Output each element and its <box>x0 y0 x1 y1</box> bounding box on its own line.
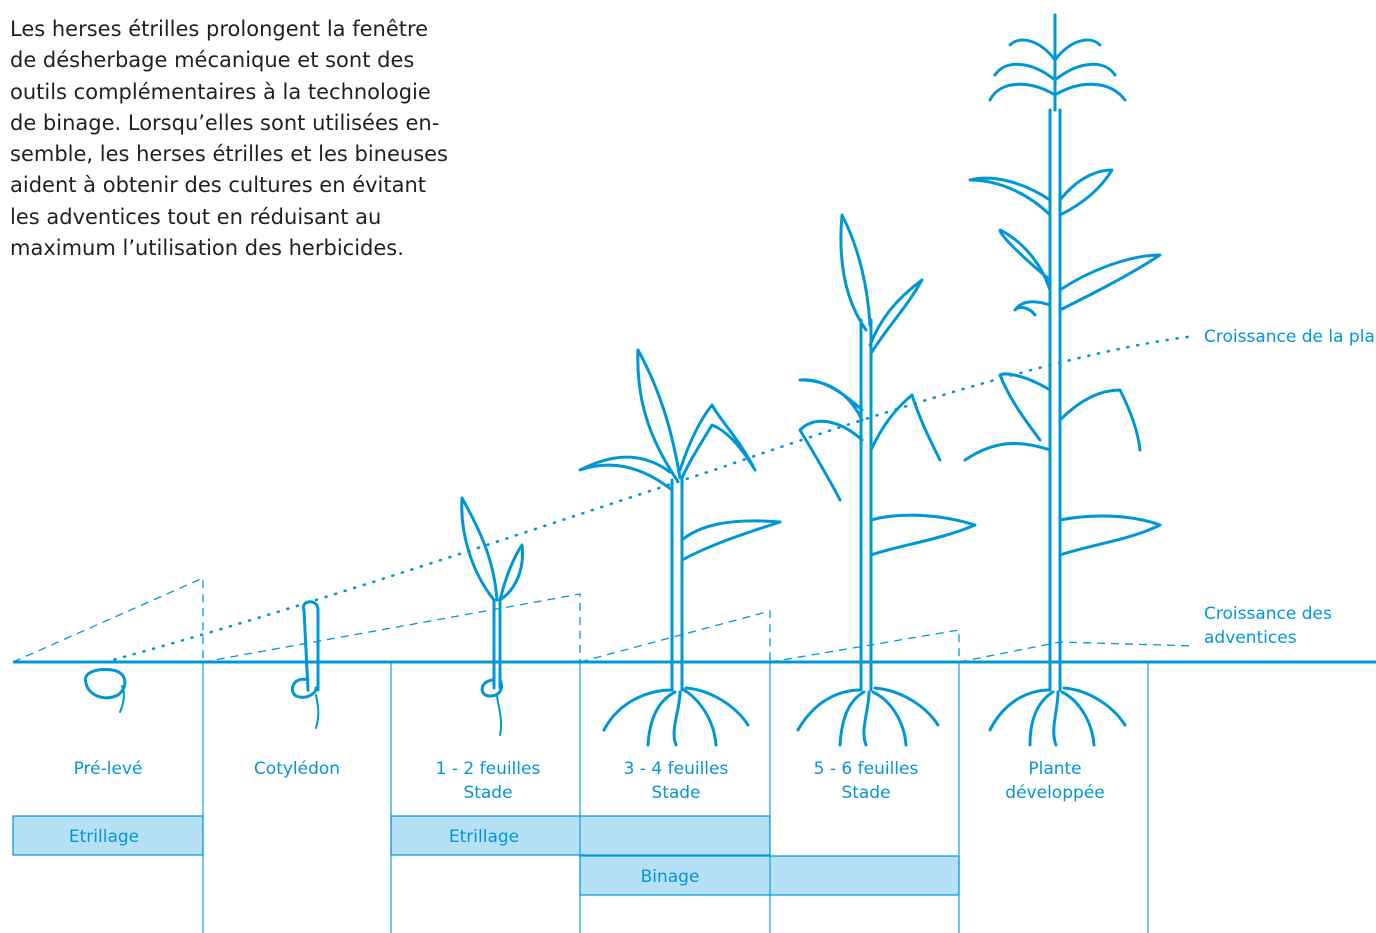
crop-growth-label: Croissance de la plante <box>1204 327 1376 347</box>
intro-line: de désherbage mécanique et sont des <box>10 48 415 73</box>
etrillage-bar-1 <box>12 815 204 856</box>
stage-label: Plante <box>1028 759 1081 779</box>
weed-growth-triangles <box>12 577 1196 663</box>
stage-labels: Pré-levé Cotylédon 1 - 2 feuilles Stade … <box>74 759 1105 803</box>
intro-line: de binage. Lorsqu’elles sont utilisées e… <box>10 110 440 135</box>
stage-label: 5 - 6 feuilles <box>814 759 919 779</box>
treatment-label-etrillage-1: Etrillage <box>69 827 139 847</box>
intro-line: Les herses étrilles prolongent la fenêtr… <box>10 17 429 41</box>
stage-label: 3 - 4 feuilles <box>624 759 729 779</box>
intro-line: les adventices tout en réduisant au <box>10 204 382 229</box>
seedling-1-2-leaves-icon <box>460 496 525 736</box>
stage-label-sub: développée <box>1005 783 1104 803</box>
weed-growth-label-line1: Croissance des <box>1204 604 1332 624</box>
intro-line: maximum l’utilisation des herbicides. <box>10 236 404 261</box>
developed-plant-icon <box>963 13 1162 747</box>
stage-dividers <box>202 663 1149 933</box>
intro-line: outils complémentaires à la technologie <box>10 79 431 104</box>
treatment-label-binage: Binage <box>641 867 700 887</box>
weed-growth-label-line2: adventices <box>1204 628 1297 648</box>
stage-label-sub: Stade <box>651 783 700 803</box>
cotyledon-plant-icon <box>291 600 320 729</box>
intro-line: semble, les herses étrilles et les bineu… <box>10 142 448 167</box>
stage-label: Cotylédon <box>254 759 340 779</box>
stage-label-sub: Stade <box>841 783 890 803</box>
treatment-label-etrillage-2: Etrillage <box>449 827 519 847</box>
plant-5-6-leaves-icon <box>796 213 977 747</box>
plant-3-4-leaves-icon <box>578 348 782 747</box>
stage-label-sub: Stade <box>463 783 512 803</box>
seed-icon <box>83 668 127 713</box>
stage-label: 1 - 2 feuilles <box>436 759 541 779</box>
crop-growth-curve <box>103 334 1197 664</box>
stage-label: Pré-levé <box>74 759 143 779</box>
intro-paragraph: Les herses étrilles prolongent la fenêtr… <box>10 14 470 264</box>
intro-line: aident à obtenir des cultures en évitant <box>10 173 427 198</box>
